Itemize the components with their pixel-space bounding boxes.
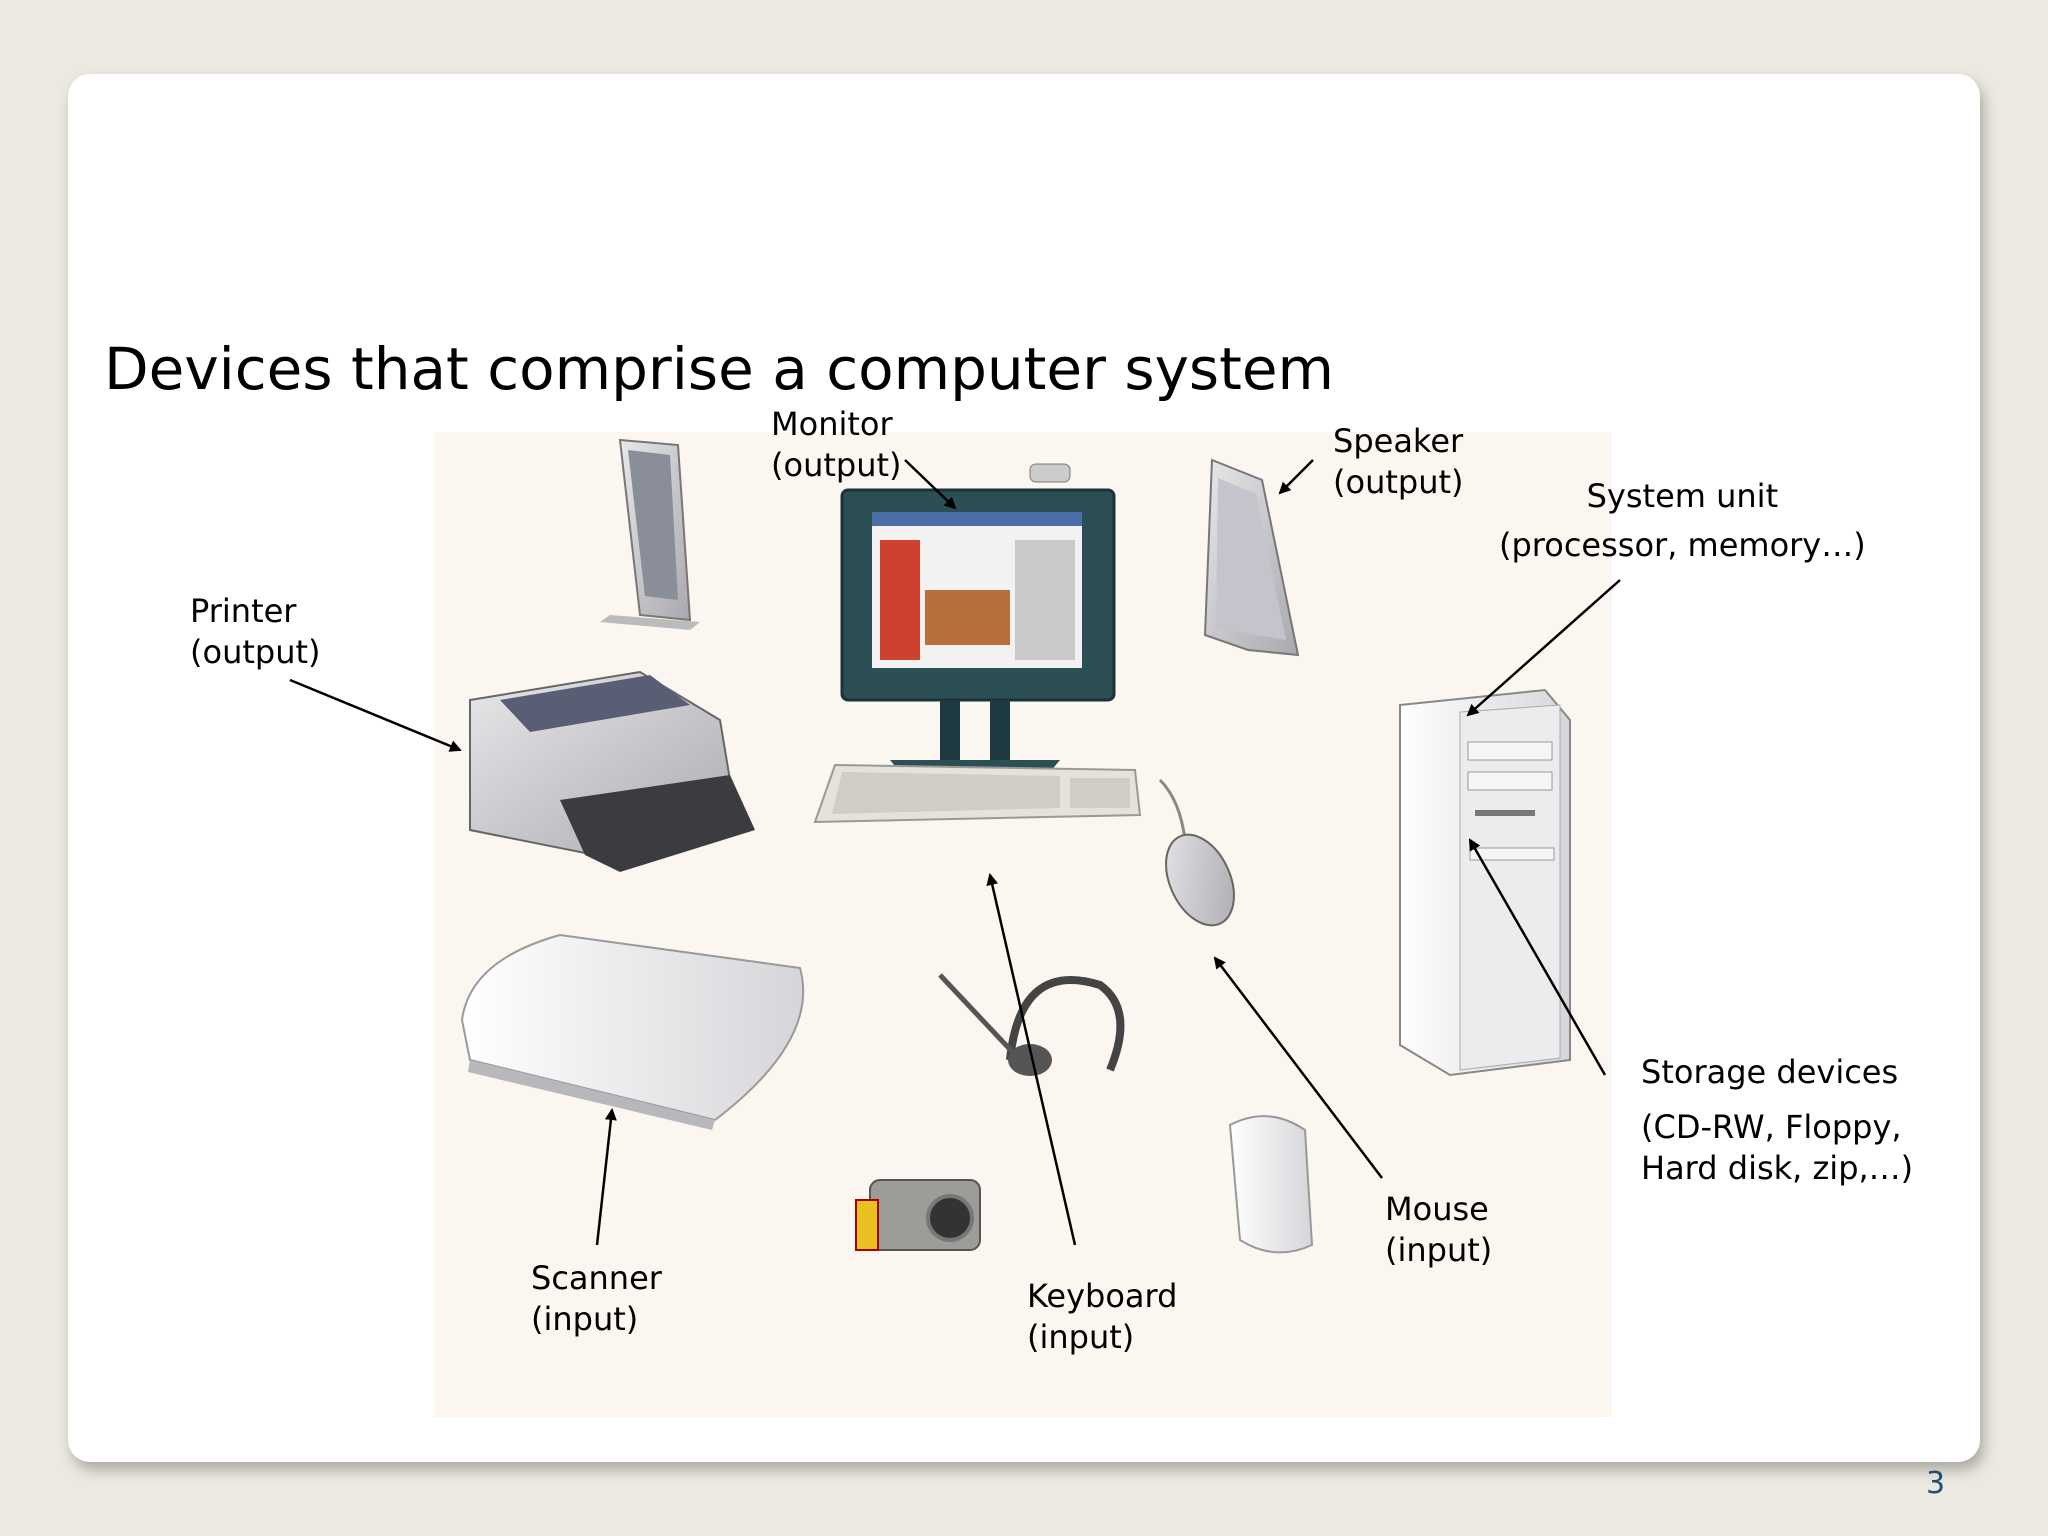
printer-label-name: Printer	[190, 592, 297, 630]
storage-label-detail-1: (CD-RW, Floppy,	[1641, 1108, 1902, 1146]
system-unit-label-detail: (processor, memory…)	[1499, 526, 1866, 564]
page-number: 3	[1926, 1466, 1946, 1501]
mouse-icon	[1158, 778, 1235, 927]
printer-label-role: (output)	[190, 633, 321, 671]
printer-arrow	[289, 678, 462, 752]
keyboard-label: Keyboard (input)	[1027, 1276, 1177, 1358]
storage-label: Storage devices (CD-RW, Floppy, Hard dis…	[1641, 1052, 1913, 1189]
monitor-arrow	[904, 459, 957, 510]
system-unit-arrow	[1466, 579, 1621, 717]
storage-label-detail-2: Hard disk, zip,…)	[1641, 1149, 1914, 1187]
speaker-arrow	[1278, 459, 1314, 495]
scanner-label-role: (input)	[531, 1300, 639, 1338]
flat-panel-icon	[600, 438, 700, 630]
camera-icon	[855, 1179, 981, 1251]
system-unit-icon	[1399, 688, 1571, 1077]
scanner-icon	[460, 933, 805, 1130]
pointer-arrows	[289, 459, 1621, 1246]
headset-icon	[938, 973, 1125, 1076]
monitor-label: Monitor (output)	[771, 404, 902, 486]
mouse-arrow	[1213, 956, 1383, 1179]
scanner-label: Scanner (input)	[531, 1258, 662, 1340]
mouse-label-role: (input)	[1385, 1231, 1493, 1269]
slide-title: Devices that comprise a computer system	[104, 335, 1335, 403]
system-unit-label-name: System unit	[1586, 477, 1779, 515]
storage-label-name: Storage devices	[1641, 1053, 1899, 1091]
speaker-icon	[1203, 458, 1300, 657]
zip-drive-icon	[1228, 1115, 1314, 1254]
keyboard-label-role: (input)	[1027, 1318, 1135, 1356]
monitor-icon	[840, 463, 1116, 772]
monitor-label-role: (output)	[771, 446, 902, 484]
speaker-label: Speaker (output)	[1333, 421, 1464, 503]
printer-label: Printer (output)	[190, 591, 321, 673]
printer-icon	[469, 670, 755, 872]
monitor-label-name: Monitor	[771, 405, 893, 443]
storage-arrow	[1468, 838, 1607, 1076]
scanner-arrow	[595, 1108, 617, 1246]
scanner-label-name: Scanner	[531, 1259, 662, 1297]
keyboard-arrow	[986, 873, 1077, 1246]
system-unit-label: System unit (processor, memory…)	[1499, 472, 1866, 570]
speaker-label-name: Speaker	[1333, 422, 1464, 460]
speaker-label-role: (output)	[1333, 463, 1464, 501]
mouse-label: Mouse (input)	[1385, 1189, 1492, 1271]
mouse-label-name: Mouse	[1385, 1190, 1489, 1228]
keyboard-label-name: Keyboard	[1027, 1277, 1178, 1315]
keyboard-icon	[813, 763, 1142, 824]
